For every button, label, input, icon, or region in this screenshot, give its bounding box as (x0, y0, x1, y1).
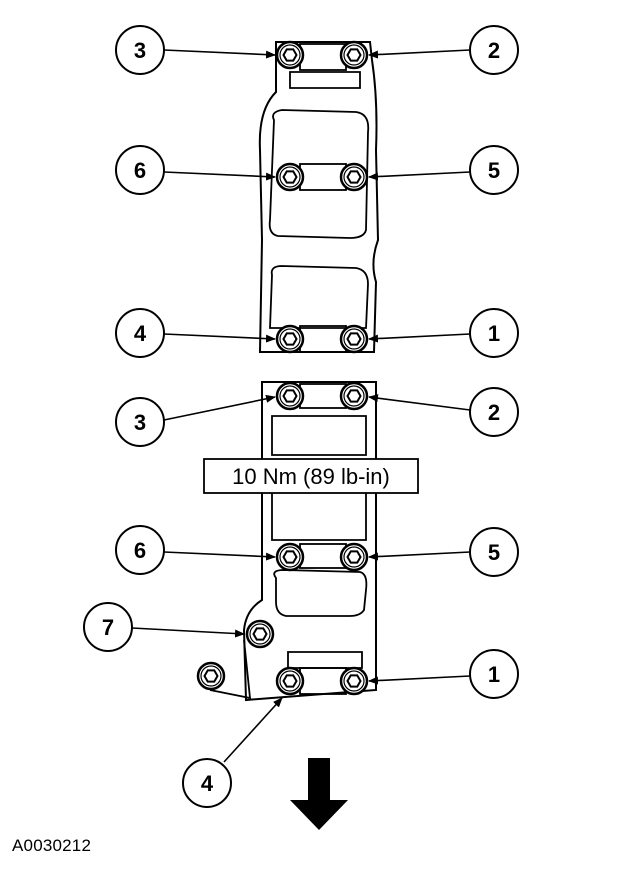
svg-text:7: 7 (102, 615, 114, 640)
lower-bolts (196, 381, 369, 696)
svg-text:6: 6 (134, 158, 146, 183)
upper-callouts: 3 2 6 5 4 1 (115, 25, 519, 358)
callout-upper-4: 4 (115, 308, 165, 358)
callout-upper-5: 5 (469, 145, 519, 195)
callout-lower-5: 5 (469, 527, 519, 577)
svg-text:10 Nm (89 lb-in): 10 Nm (89 lb-in) (232, 464, 390, 489)
svg-text:4: 4 (134, 321, 147, 346)
torque-spec-label: 10 Nm (89 lb-in) (203, 458, 419, 494)
svg-text:2: 2 (488, 38, 500, 63)
svg-text:3: 3 (134, 38, 146, 63)
callout-leaders (131, 49, 471, 763)
svg-text:5: 5 (488, 158, 500, 183)
lower-cap-assembly (209, 381, 377, 702)
figure-id: A0030212 (12, 836, 92, 855)
svg-text:5: 5 (488, 540, 500, 565)
svg-text:3: 3 (134, 410, 146, 435)
lower-callouts: 3 2 6 5 7 1 4 (83, 387, 519, 808)
callout-lower-4: 4 (182, 758, 232, 808)
callout-lower-7: 7 (83, 602, 133, 652)
callout-upper-2: 2 (469, 25, 519, 75)
down-arrow-icon (290, 758, 348, 830)
svg-text:1: 1 (488, 321, 500, 346)
callout-upper-6: 6 (115, 145, 165, 195)
callout-lower-2: 2 (469, 387, 519, 437)
svg-text:2: 2 (488, 400, 500, 425)
svg-text:4: 4 (201, 771, 214, 796)
callout-lower-6: 6 (115, 525, 165, 575)
callout-lower-3: 3 (115, 397, 165, 447)
callout-upper-3: 3 (115, 25, 165, 75)
svg-text:6: 6 (134, 538, 146, 563)
upper-cap-assembly (258, 41, 380, 353)
callout-lower-1: 1 (469, 649, 519, 699)
callout-upper-1: 1 (469, 308, 519, 358)
svg-text:1: 1 (488, 662, 500, 687)
